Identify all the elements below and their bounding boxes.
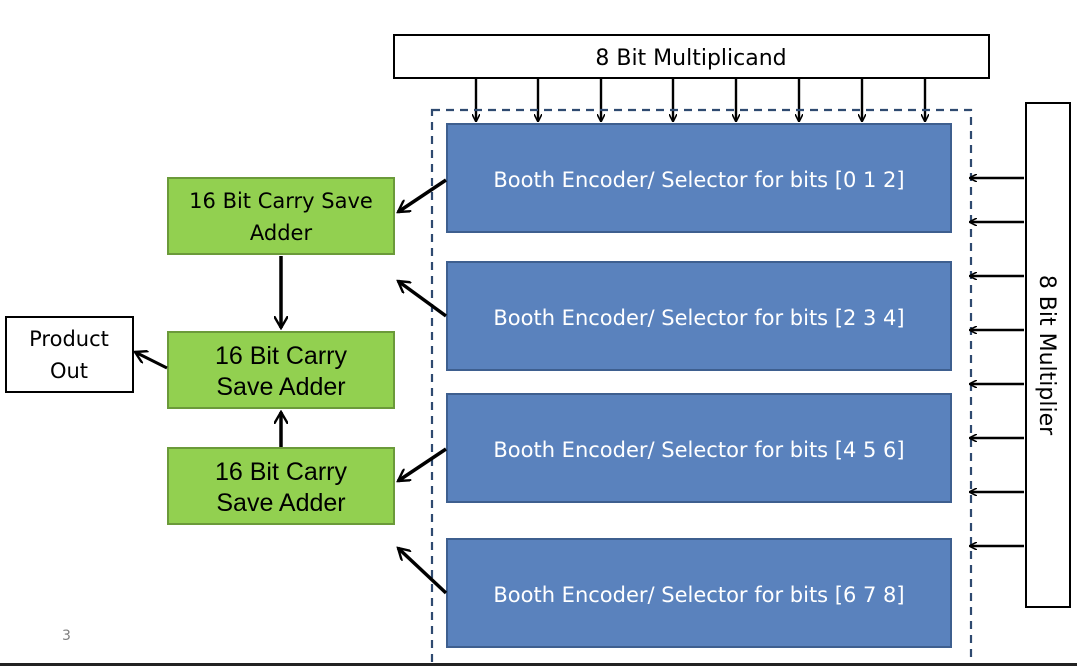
adder1-to-product-arrow	[135, 352, 168, 370]
product-label-line2: Out	[50, 359, 88, 383]
multiplier-label: 8 Bit Multiplier	[1034, 275, 1059, 436]
multiplier-box: 8 Bit Multiplier	[1025, 102, 1071, 608]
encoder-label: Booth Encoder/ Selector for bits [6 7 8]	[493, 583, 904, 607]
multiplicand-arrows	[476, 79, 925, 121]
multiplicand-box: 8 Bit Multiplicand	[393, 34, 990, 79]
adder-box-2: 16 Bit Carry Save Adder	[167, 447, 395, 525]
adder-label-line1: 16 Bit Carry Save	[189, 189, 373, 213]
adder-box-0: 16 Bit Carry Save Adder	[167, 177, 395, 255]
multiplier-arrows	[970, 178, 1024, 546]
encoder-label: Booth Encoder/ Selector for bits [0 1 2]	[493, 168, 904, 192]
product-out-box: Product Out	[5, 316, 134, 393]
connection-arrows	[135, 178, 448, 595]
encoder-label: Booth Encoder/ Selector for bits [4 5 6]	[493, 438, 904, 462]
adder-box-1: 16 Bit Carry Save Adder	[167, 331, 395, 409]
adder-label-line2: Save Adder	[216, 373, 345, 401]
encoder-box-1: Booth Encoder/ Selector for bits [2 3 4]	[446, 261, 952, 371]
page-number: 3	[62, 628, 71, 644]
encoder1-to-adder0-arrow	[398, 279, 448, 318]
adder-label-line1: 16 Bit Carry	[215, 458, 347, 486]
encoder-label: Booth Encoder/ Selector for bits [2 3 4]	[493, 306, 904, 330]
multiplicand-label: 8 Bit Multiplicand	[595, 46, 786, 71]
encoder-box-3: Booth Encoder/ Selector for bits [6 7 8]	[446, 538, 952, 648]
encoder3-to-adder2-arrow	[398, 548, 448, 595]
encoder-box-2: Booth Encoder/ Selector for bits [4 5 6]	[446, 393, 952, 503]
encoder0-to-adder0-arrow	[398, 178, 447, 214]
product-label-line1: Product	[29, 327, 109, 351]
adder-label-line2: Save Adder	[216, 489, 345, 517]
encoder2-to-adder2-arrow	[398, 447, 447, 483]
encoder-group-border	[430, 108, 973, 666]
adder-label-line2: Adder	[250, 221, 313, 245]
adder-label-line1: 16 Bit Carry	[215, 342, 347, 370]
bottom-divider	[0, 663, 1077, 666]
encoder-box-0: Booth Encoder/ Selector for bits [0 1 2]	[446, 123, 952, 233]
